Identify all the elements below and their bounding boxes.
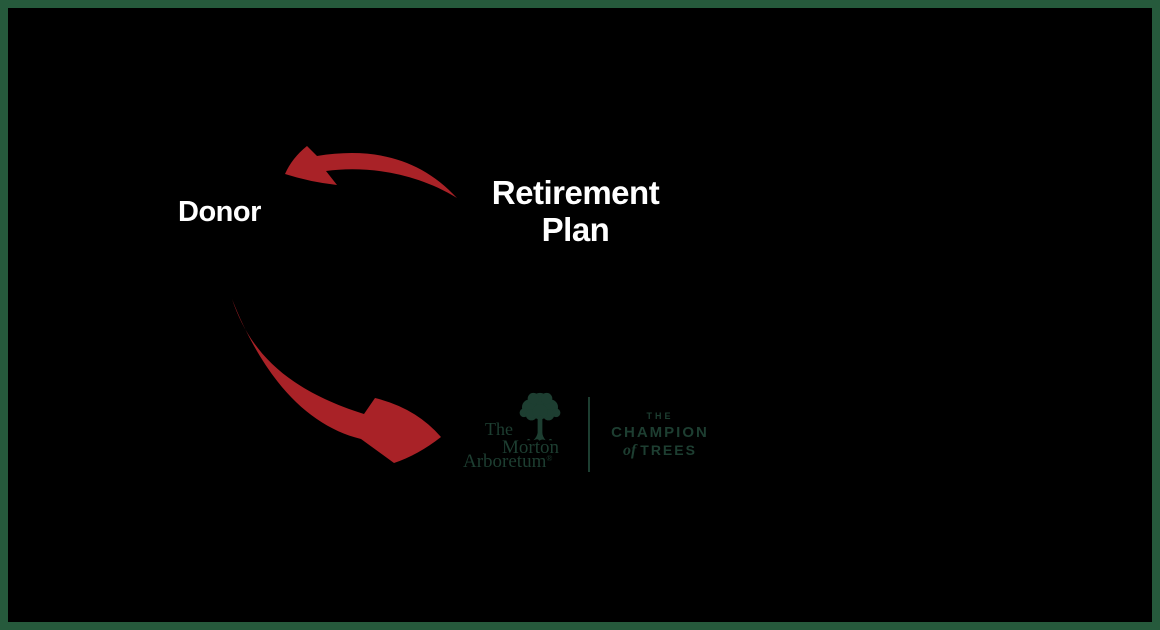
tagline-champion: CHAMPION: [611, 424, 709, 441]
oak-tree-icon: [519, 392, 561, 441]
donor-label: Donor: [178, 196, 261, 228]
logo-tagline: THE CHAMPION of TREES: [601, 412, 719, 459]
arrow-layer: [232, 146, 457, 463]
logo-divider-line: [588, 397, 590, 472]
registered-trademark-symbol: ®: [546, 454, 553, 463]
retirement-plan-line2: Plan: [541, 211, 610, 248]
retirement-plan-label: Retirement Plan: [458, 174, 693, 248]
tagline-trees: TREES: [640, 442, 697, 458]
tagline-the: THE: [646, 411, 674, 421]
logo-word-morton: Morton: [502, 437, 559, 458]
tagline-of: of: [623, 442, 637, 459]
logo-word-the: The: [485, 419, 513, 439]
curved-arrow-donor-to-arboretum-icon: [232, 299, 441, 463]
retirement-plan-line1: Retirement: [491, 174, 660, 211]
logo-word-arboretum: Arboretum®: [463, 452, 552, 471]
curved-arrow-plan-to-donor-icon: [285, 146, 457, 198]
logo-word-arboretum-text: Arboretum: [463, 451, 547, 472]
tagline-of-trees: of TREES: [601, 443, 719, 459]
